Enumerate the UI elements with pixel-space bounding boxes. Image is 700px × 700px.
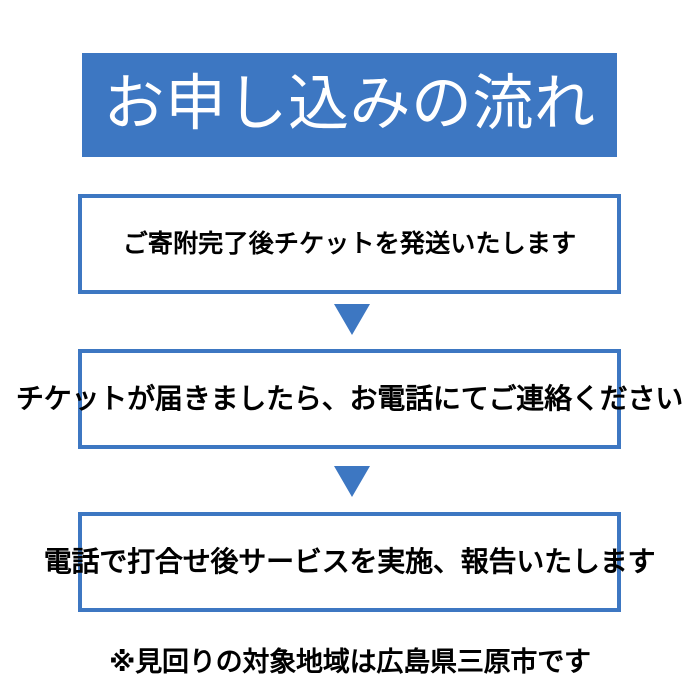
coverage-area-note: ※見回りの対象地域は広島県三原市です [109, 647, 591, 678]
flow-step-box-3: 電話で打合せ後サービスを実施、報告いたします [44, 512, 656, 612]
flow-step-box-2: チケットが届きましたら、お電話にてご連絡ください [16, 349, 683, 449]
flow-step-box-1: ご寄附完了後チケットを発送いたします [78, 194, 621, 294]
page-title: お申し込みの流れ [103, 67, 596, 139]
flow-step-text-3: 電話で打合せ後サービスを実施、報告いたします [43, 544, 656, 578]
arrow-down-triangle-icon [334, 466, 370, 497]
arrow-down-triangle-icon [334, 304, 370, 335]
flow-header-banner: お申し込みの流れ [82, 53, 617, 157]
flow-step-text-2: チケットが届きましたら、お電話にてご連絡ください [15, 381, 684, 415]
flow-step-text-1: ご寄附完了後チケットを発送いたします [122, 229, 577, 259]
